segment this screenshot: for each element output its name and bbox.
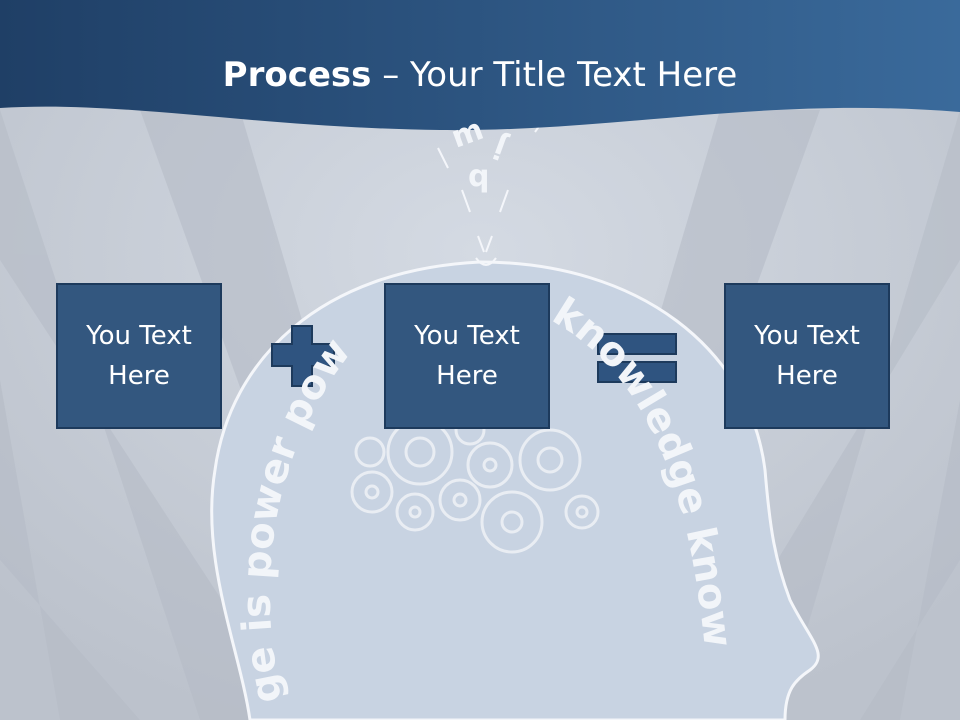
title-rest: Your Title Text Here [410,55,738,95]
text-box-label: You Text Here [414,321,520,391]
text-box-left[interactable]: You Text Here [56,283,222,429]
plus-sign-icon [271,325,335,387]
slide-title: Process – Your Title Text Here [0,52,960,98]
equals-sign-icon [597,333,677,383]
title-dash: – [371,55,411,95]
text-box-center[interactable]: You Text Here [384,283,550,429]
text-box-label: You Text Here [754,321,860,391]
gears-graphic [350,414,600,554]
header-band [0,0,960,131]
letter-funnel [437,117,546,266]
title-bold: Process [222,55,372,95]
text-box-label: You Text Here [86,321,192,391]
text-box-right[interactable]: You Text Here [724,283,890,429]
